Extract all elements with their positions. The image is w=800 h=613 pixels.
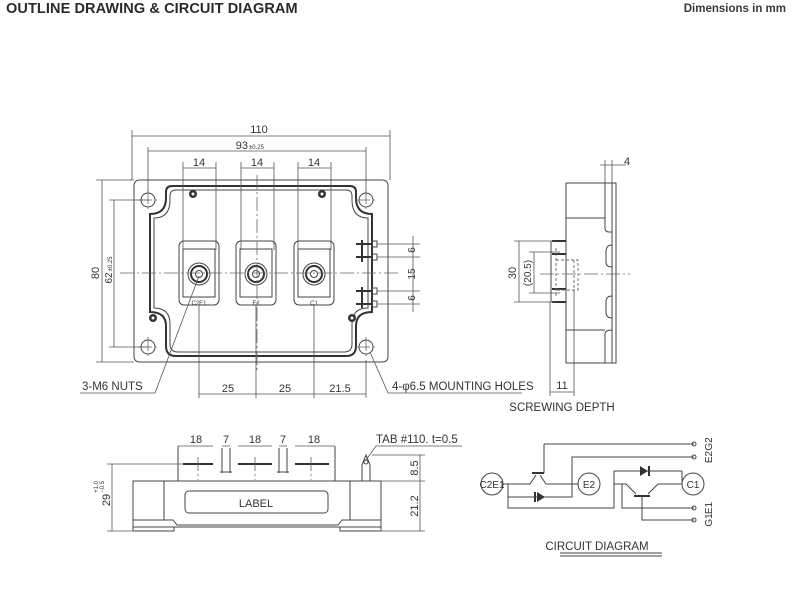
terminal-e2: E2 [235,240,277,307]
dim-total-height: 29 [101,494,113,506]
terminal-label: C1 [310,301,318,307]
dim-body-height: 21.2 [409,495,421,516]
diode-icon [640,466,648,476]
dim-terminal-width: 14 [251,157,263,169]
dim-terminal-height: 8.5 [409,460,421,475]
terminal-c2e1: C2E1 [178,240,220,307]
front-view: LABEL TAB #110. t=0.5 18 7 18 7 18 29 +1… [94,434,462,532]
dim-front-g1: 7 [223,434,229,446]
node-label: C2E1 [479,480,504,491]
dim-terminal-width: 14 [308,157,320,169]
dim-pin-gap-top: 6 [407,247,418,253]
diode-icon [537,492,545,502]
dim-hole-pitch: 93 [236,140,248,152]
mounting-hole [356,190,376,210]
mounting-hole [356,337,376,357]
pin-label-e2: E2 [704,450,715,463]
dim-hole-pitch-v: 62±0.25 [104,256,115,284]
page-title: OUTLINE DRAWING & CIRCUIT DIAGRAM [6,1,298,17]
terminal-label: C2E1 [191,301,207,307]
dim-pin-span-ref: (20.5) [523,260,534,286]
dim-pin-gap-bottom: 6 [407,295,418,301]
screw-icon [348,314,356,322]
node-label: E2 [583,480,596,491]
title-underline [560,552,662,557]
dim-hole-pitch-tol: ±0.25 [249,145,265,151]
screw-icon [149,314,157,322]
dim-total-tol-minus: −0.5 [100,480,106,493]
label-text: LABEL [239,498,273,510]
dim-front-g2: 7 [280,434,286,446]
dim-front-w1: 18 [190,434,202,446]
dim-overall-width: 110 [250,124,268,136]
housing-outline [149,185,373,357]
units-note: Dimensions in mm [683,3,786,15]
callout-mounting-holes: 4-φ6.5 MOUNTING HOLES [392,381,534,393]
dim-term-edge: 21.5 [329,383,350,395]
callout-nuts: 3-M6 NUTS [82,381,143,393]
dim-total-tol-plus: +1.0 [94,480,100,493]
pin-label-g2: G2 [704,437,715,451]
top-view: C2E1 E2 C1 [80,124,534,398]
node-label: C1 [687,480,700,491]
dim-line [147,147,367,192]
gate-pins: 6 15 6 [356,236,420,312]
screw-icon [189,190,197,198]
dim-pin-gap-mid: 15 [407,268,418,280]
dim-screw-depth: 11 [556,380,567,392]
dim-term-spacing: 25 [222,383,234,395]
dim-terminal-width: 14 [193,157,205,169]
callout-tab: TAB #110. t=0.5 [376,434,458,446]
dim-flange: 4 [624,156,630,168]
circuit-diagram: C2E1 E2 C1 G2 E2 E1 G1 CIRCUIT DIAGRAM [479,437,715,557]
screw-icon [318,190,326,198]
housing-inner [153,189,369,353]
side-view: 4 30 (20.5) 11 SCREWING DEPTH [507,156,630,414]
terminal-label: E2 [252,301,260,307]
base-plate-outline [133,179,389,363]
dim-front-w2: 18 [249,434,261,446]
pin-label-g1: G1 [704,513,715,527]
dim-pin-span: 30 [507,267,519,279]
dim-term-spacing: 25 [279,383,291,395]
dim-overall-height: 80 [90,267,102,279]
dim-line [131,130,391,180]
label-box [184,490,329,514]
callout-screwing-depth: SCREWING DEPTH [509,402,614,414]
circuit-title: CIRCUIT DIAGRAM [545,541,648,553]
pin-label-e1: E1 [704,501,715,514]
dim-front-w3: 18 [308,434,320,446]
side-body [565,182,617,364]
terminal-c1: C1 [293,240,335,307]
